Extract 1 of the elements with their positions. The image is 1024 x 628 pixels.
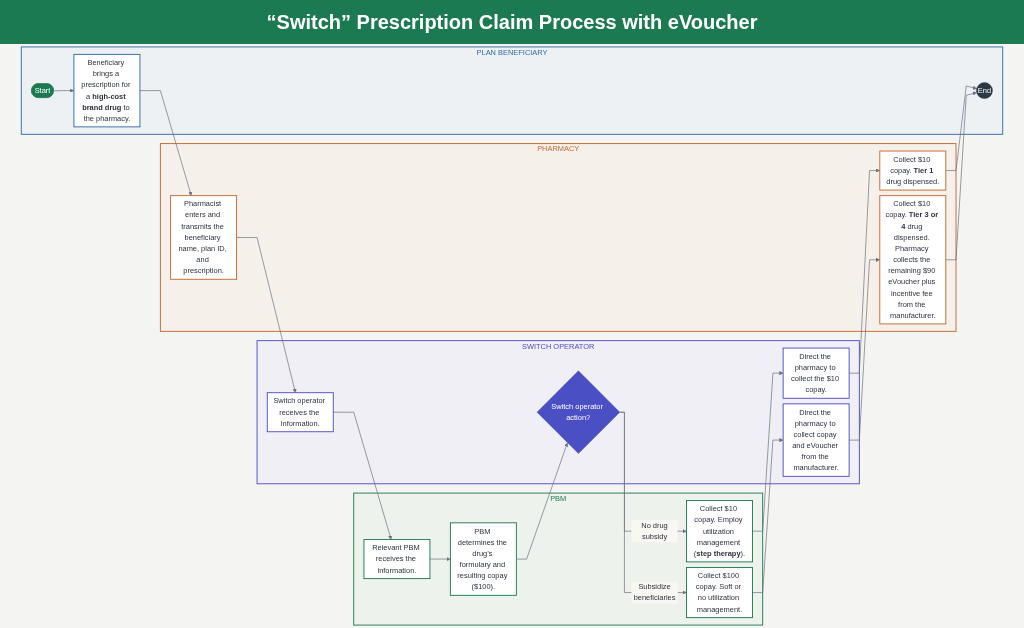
title: “Switch” Prescription Claim Process with eVoucher — [266, 10, 758, 34]
